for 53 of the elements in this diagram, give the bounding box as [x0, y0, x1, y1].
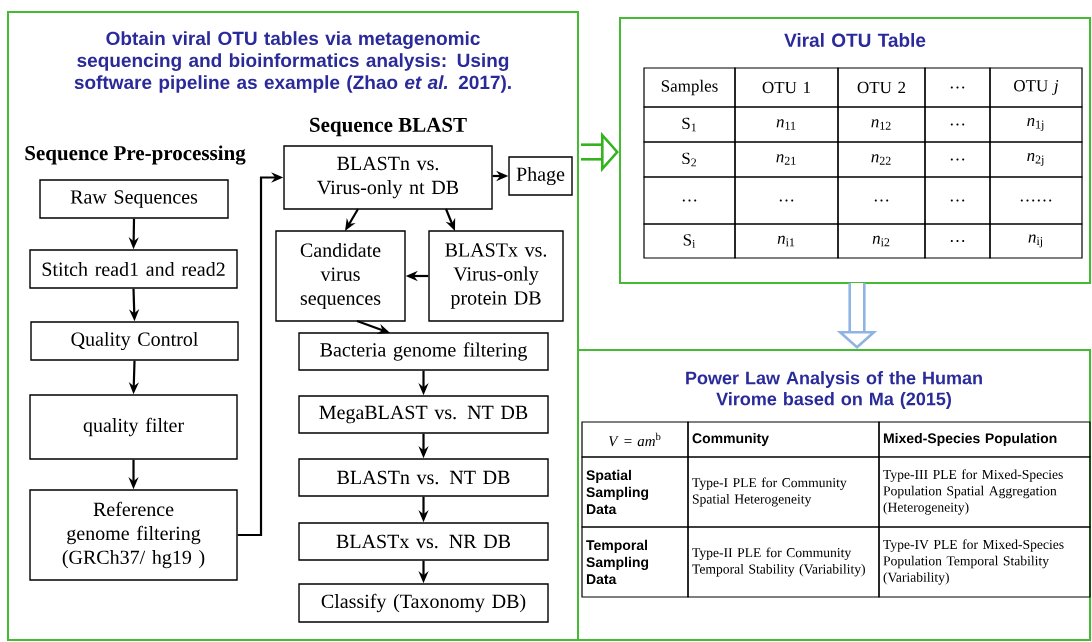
table-cell: ……: [989, 176, 1083, 225]
process-box: Candidate virus sequences: [275, 230, 406, 322]
table-cell: Samples: [643, 67, 736, 108]
process-box: Stitch read1 and read2: [29, 249, 238, 289]
table-cell: …: [924, 106, 991, 143]
table-cell: n$_{ij}$: [989, 223, 1083, 259]
table-cell: n$_{i1}$: [734, 223, 839, 259]
panel-title: Viral OTU Table: [784, 33, 926, 47]
table-cell: Type-I PLE for Community Spatial Heterogeneity: [687, 456, 880, 528]
table-cell: …: [837, 176, 926, 225]
process-box: MegaBLAST vs. NT DB: [298, 395, 549, 434]
table-cell: Type-II PLE for Community Temporal Stability (Variability): [687, 526, 880, 598]
process-box: BLASTx vs. Virus-only protein DB: [428, 230, 564, 322]
table-cell: OTU j: [989, 67, 1083, 108]
table-cell: Type-III PLE for Mixed-Species Population Spatial Aggregation (Heterogeneity): [878, 456, 1091, 528]
section-heading: Sequence Pre-processing: [25, 145, 246, 165]
panel-title: Power Law Analysis of the Human Virome based on Ma (2015): [686, 371, 982, 409]
table-cell: OTU 1: [734, 67, 839, 108]
table-cell: Mixed-Species Population: [878, 421, 1091, 458]
table-cell: OTU 2: [837, 67, 926, 108]
table-cell: Type-IV PLE for Mixed-Species Population Temporal Stability (Variability): [878, 526, 1091, 598]
table-cell: …: [924, 176, 991, 225]
table-cell: n$_{22}$: [837, 141, 926, 178]
process-box: Quality Control: [30, 321, 239, 361]
table-cell: Spatial Sampling Data: [581, 456, 689, 528]
table-cell: …: [924, 141, 991, 178]
process-box: Phage: [508, 156, 573, 196]
process-box: BLASTn vs. Virus-only nt DB: [283, 145, 493, 210]
table-cell: …: [643, 176, 736, 225]
panel-title: Obtain viral OTU tables via metagenomic sequencing and bioinformatics analysis: Using software pipeline as example (Zhao et al. 2017).: [74, 31, 511, 93]
table-cell: n$_{1j}$: [989, 106, 1083, 143]
table-cell: Community: [687, 421, 880, 458]
process-box: Classify (Taxonomy DB): [298, 583, 549, 623]
table-cell: n$_{12}$: [837, 106, 926, 143]
table-cell: V = am$^{b}$: [581, 421, 689, 458]
process-box: BLASTx vs. NR DB: [298, 522, 549, 561]
table-cell: n$_{11}$: [734, 106, 839, 143]
table-cell: n$_{21}$: [734, 141, 839, 178]
table-cell: n$_{i2}$: [837, 223, 926, 259]
table-cell: S$_{2}$: [643, 141, 736, 178]
process-box: BLASTn vs. NT DB: [298, 458, 549, 497]
process-box: Reference genome filtering (GRCh37/ hg19 ): [29, 489, 238, 581]
table-cell: …: [734, 176, 839, 225]
process-box: Bacteria genome filtering: [298, 332, 549, 371]
table-cell: S$_{1}$: [643, 106, 736, 143]
table-cell: S$_{i}$: [643, 223, 736, 259]
table-cell: …: [924, 223, 991, 259]
table-cell: …: [924, 67, 991, 108]
table-cell: n$_{2j}$: [989, 141, 1083, 178]
process-box: quality filter: [29, 394, 238, 460]
section-heading: Sequence BLAST: [310, 117, 467, 137]
process-box: Raw Sequences: [39, 179, 229, 219]
table-cell: Temporal Sampling Data: [581, 526, 689, 598]
